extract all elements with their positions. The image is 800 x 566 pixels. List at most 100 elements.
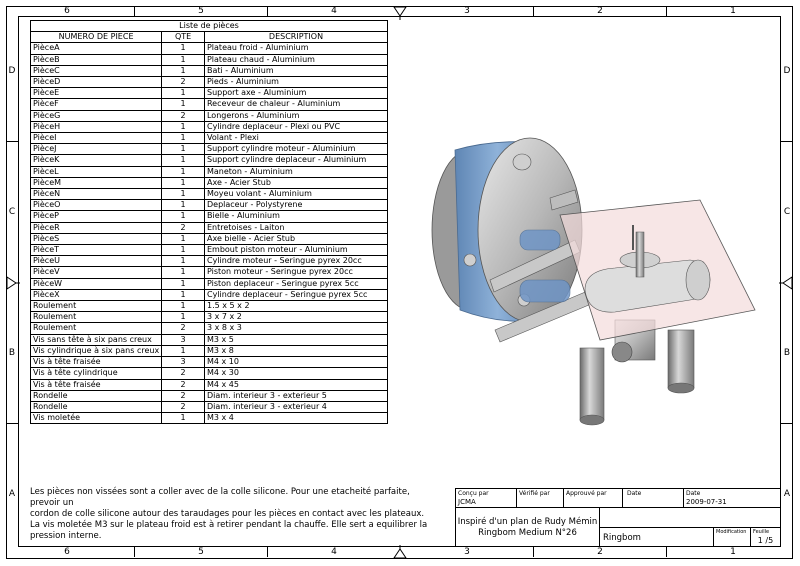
zone-col-1-bottom: 1 (730, 547, 736, 557)
zone-col-5-top: 5 (198, 6, 204, 16)
zone-col-4-bottom: 4 (331, 547, 337, 557)
qty-cell: 1 (161, 42, 205, 55)
tb-sheet-cell: Feuille 1 /5 (750, 527, 781, 547)
checked-by-label: Vérifié par (519, 490, 550, 497)
centering-mark-bottom (393, 545, 407, 559)
tb-approved-cell: Approuvé par (563, 488, 623, 508)
date-value: 2009-07-31 (686, 498, 727, 506)
part-number-cell: Vis sans tête à six pans creux (29, 333, 163, 346)
description-cell: Bati - Aluminium (203, 64, 389, 78)
part-number-cell: Vis à tête cylindrique (29, 367, 163, 380)
description-cell: Volant - Plexi (203, 132, 389, 145)
description-cell: Embout piston moteur - Aluminium (203, 244, 389, 257)
note-line: Les pièces non vissées sont a coller ave… (30, 487, 410, 508)
qty-cell: 1 (161, 255, 205, 268)
drawing-title-line2: Ringbom Medium N°26 (478, 528, 577, 538)
description-cell: Diam. interieur 3 - exterieur 5 (203, 389, 389, 402)
description-cell: M4 x 10 (203, 356, 389, 369)
qty-cell: 1 (161, 53, 205, 66)
description-cell: M4 x 45 (203, 378, 389, 391)
description-cell: Cylindre deplaceur - Seringue pyrex 5cc (203, 288, 389, 302)
zone-tick (6, 423, 18, 424)
drawing-title-line1: Inspiré d'un plan de Rudy Mémin (457, 517, 598, 527)
tb-designed-cell: Conçu par JCMA (455, 488, 517, 508)
designed-by-label: Conçu par (458, 490, 489, 497)
qty-cell: 1 (161, 300, 205, 313)
part-number-cell: Vis cylindrique à six pans creux (29, 344, 163, 358)
qty-cell: 1 (161, 277, 205, 290)
description-cell: Moyeu volant - Aluminium (203, 188, 389, 201)
qty-cell: 1 (161, 87, 205, 100)
cylinder-end (685, 259, 711, 301)
zone-tick (666, 6, 667, 16)
zone-tick (666, 547, 667, 557)
part-number-cell: PièceA (29, 42, 163, 55)
qty-cell: 1 (161, 244, 205, 257)
part-number-cell: PièceC (29, 64, 163, 78)
zone-row-a-left: A (8, 489, 16, 499)
part-number-cell: Roulement (29, 311, 163, 324)
qty-cell: 1 (161, 143, 205, 156)
qty-cell: 1 (161, 120, 205, 134)
parts-list-table: Liste de pièces NUMERO DE PIECE QTE DESC… (29, 19, 389, 425)
part-number-cell: Vis à tête fraisée (29, 356, 163, 369)
part-number-cell: PièceH (29, 120, 163, 134)
description-cell: Axe - Acier Stub (203, 176, 389, 190)
zone-tick (267, 547, 268, 557)
part-number-cell: Vis à tête fraisée (29, 378, 163, 391)
zone-tick (134, 6, 135, 16)
ringbom-engine-illustration (431, 137, 756, 426)
description-cell: M3 x 4 (203, 412, 389, 425)
qty-cell: 3 (161, 333, 205, 346)
tb-title-cell: Inspiré d'un plan de Rudy Mémin Ringbom … (455, 507, 600, 547)
centering-mark-right (779, 276, 793, 290)
description-cell: Piston deplaceur - Seringue pyrex 5cc (203, 277, 389, 290)
sheet-value: 1 /5 (757, 536, 774, 545)
date-label-2: Date (686, 490, 701, 497)
qty-cell: 2 (161, 322, 205, 335)
tb-edition-cell: Modification (713, 527, 751, 547)
zone-row-c-left: C (8, 207, 16, 217)
note-line: cordon de colle silicone autour des tara… (30, 509, 425, 519)
part-number-cell: Roulement (29, 300, 163, 313)
leg-left (579, 347, 605, 426)
header-description: DESCRIPTION (203, 31, 389, 44)
centering-mark-top (393, 6, 407, 20)
qty-cell: 1 (161, 176, 205, 190)
description-cell: Bielle - Aluminium (203, 210, 389, 223)
bolt-head (463, 253, 477, 267)
approved-by-label: Approuvé par (566, 490, 607, 497)
zone-col-5-bottom: 5 (198, 547, 204, 557)
qty-cell: 1 (161, 154, 205, 167)
part-number-cell: PièceU (29, 255, 163, 268)
tb-date-cell-1: Date (622, 488, 684, 508)
part-number-cell: PièceW (29, 277, 163, 290)
qty-cell: 2 (161, 109, 205, 122)
part-number-cell: PièceF (29, 98, 163, 111)
part-number-cell: PièceM (29, 176, 163, 190)
assembly-notes: Les pièces non vissées sont a coller ave… (30, 487, 440, 542)
note-line: La vis moletée M3 sur le plateau froid e… (30, 520, 428, 530)
part-number-cell: PièceG (29, 109, 163, 122)
bolt-head (512, 153, 532, 171)
zone-tick (781, 141, 793, 142)
